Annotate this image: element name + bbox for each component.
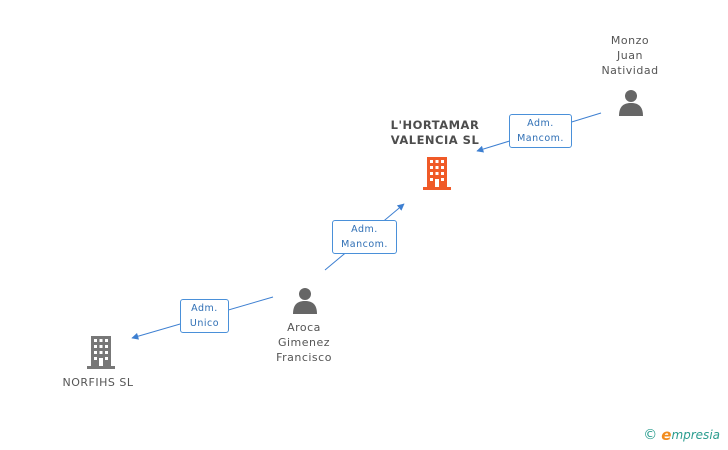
empresia-logo-text: mpresia <box>671 428 720 442</box>
relation-box-monzo-hortamar[interactable]: Adm. Mancom. <box>509 114 572 148</box>
empresia-logo-e: e <box>661 426 672 444</box>
relation-box-aroca-hortamar[interactable]: Adm. Mancom. <box>332 220 397 254</box>
copyright-icon: © <box>643 427 658 443</box>
person-icon[interactable] <box>291 286 319 314</box>
relation-box-aroca-norfihs[interactable]: Adm. Unico <box>180 299 229 333</box>
node-label-norfihs: NORFIHS SL <box>62 376 134 389</box>
node-label-monzo: Monzo Juan Natividad <box>601 34 659 77</box>
node-label-aroca: Aroca Gimenez Francisco <box>276 321 332 364</box>
person-icon[interactable] <box>617 88 645 116</box>
node-label-hortamar: L'HORTAMAR VALENCIA SL <box>390 118 480 147</box>
building-icon[interactable] <box>421 157 453 190</box>
empresia-watermark: © e mpresia <box>643 426 720 444</box>
building-icon[interactable] <box>85 336 117 369</box>
